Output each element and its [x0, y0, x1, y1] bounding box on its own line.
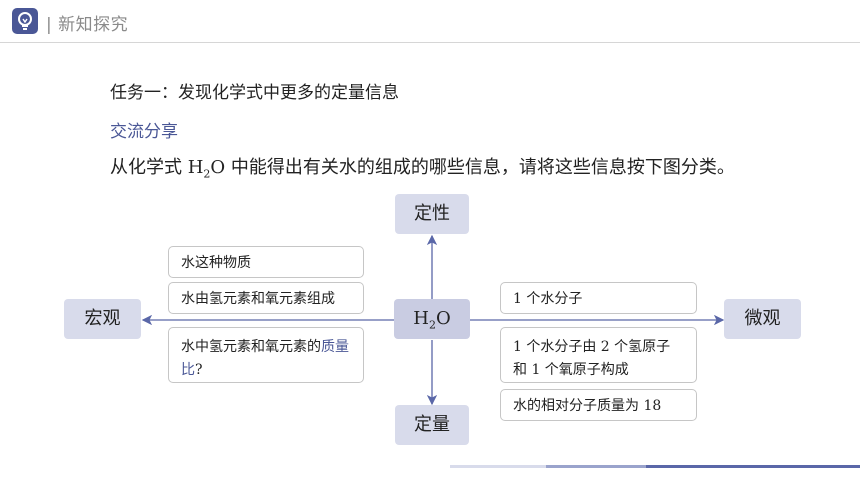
footer-bar-light — [450, 465, 546, 468]
microscopic-label: 微观 — [724, 299, 801, 339]
lightbulb-icon — [12, 8, 38, 34]
macro-box-mass-ratio: 水中氢元素和氧元素的质量比? — [168, 327, 364, 383]
question-text: 从化学式 H2O 中能得出有关水的组成的哪些信息，请将这些信息按下图分类。 — [110, 157, 735, 181]
micro-box-molecule: 1 个水分子 — [500, 282, 697, 314]
share-heading: 交流分享 — [110, 122, 178, 142]
macro-box-elements: 水由氢元素和氧元素组成 — [168, 282, 364, 314]
header: | 新知探究 — [0, 0, 860, 44]
quantitative-label: 定量 — [395, 405, 469, 445]
micro-box-atoms: 1 个水分子由 2 个氢原子和 1 个氧原子构成 — [500, 327, 697, 383]
formula-h2o: H2O — [394, 299, 470, 339]
header-divider — [0, 42, 860, 43]
task-heading: 任务一：发现化学式中更多的定量信息 — [110, 83, 399, 103]
qualitative-label: 定性 — [395, 194, 469, 234]
macroscopic-label: 宏观 — [64, 299, 141, 339]
footer-bar-mid — [546, 465, 646, 468]
macro-box-substance: 水这种物质 — [168, 246, 364, 278]
section-title: | 新知探究 — [46, 15, 129, 35]
micro-box-molecular-mass: 水的相对分子质量为 18 — [500, 389, 697, 421]
footer-bar-dark — [646, 465, 860, 468]
